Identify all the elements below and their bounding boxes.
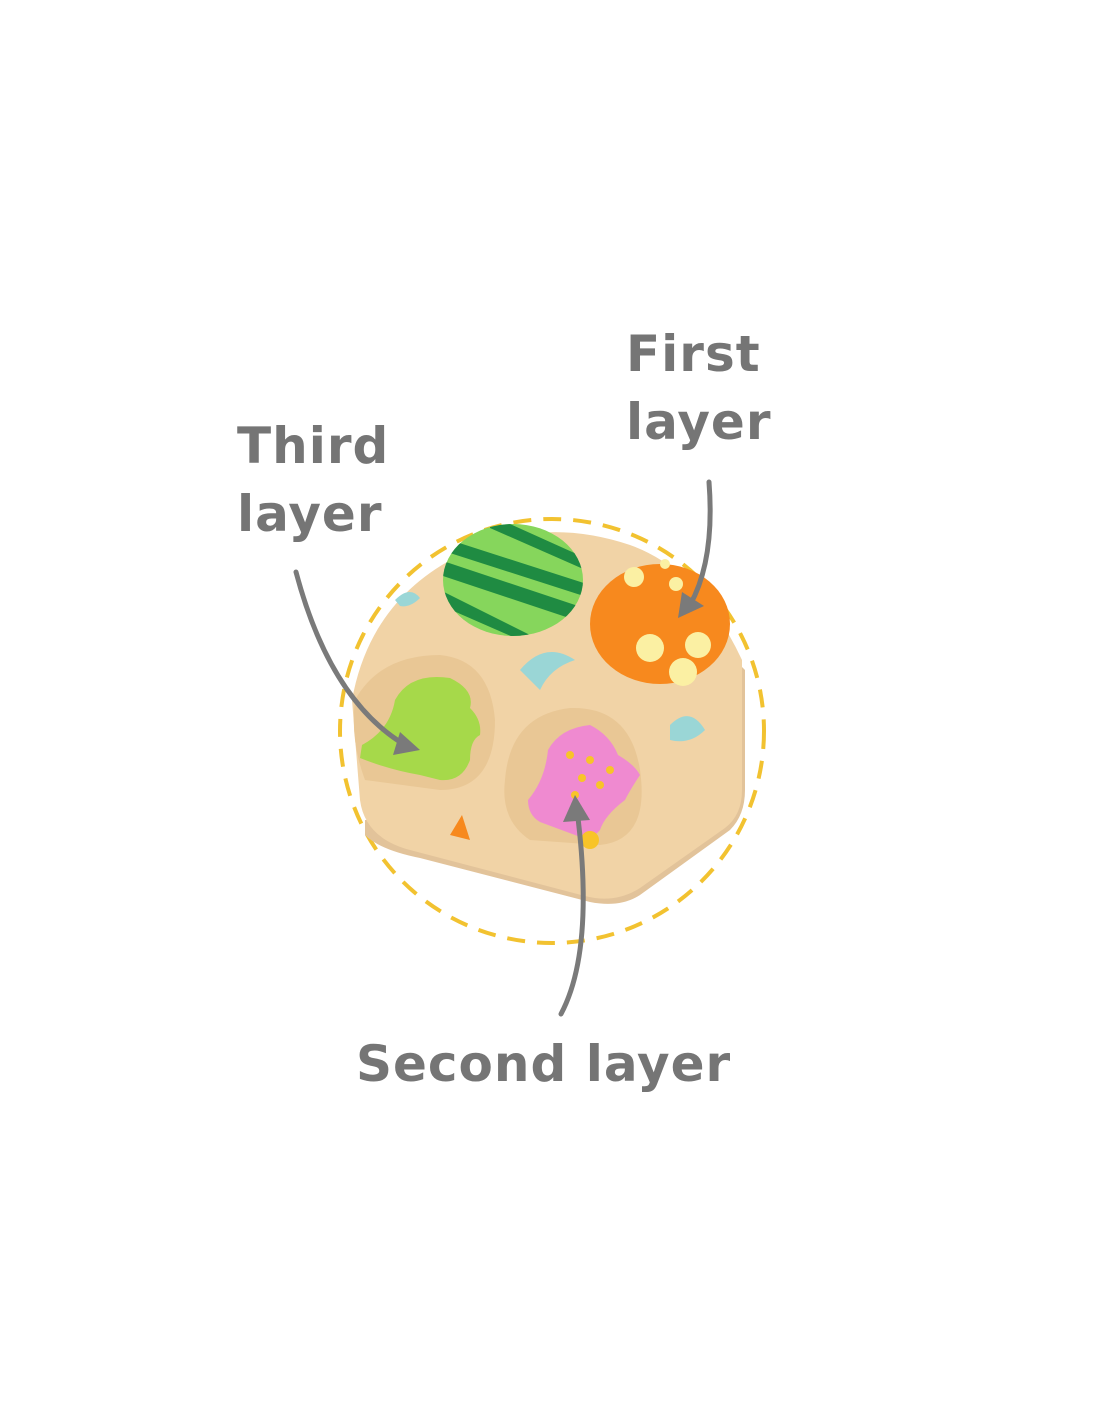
arrowhead-icon (678, 592, 704, 618)
third-layer-label-line1: Third (237, 417, 390, 475)
third-layer-label-line2: layer (237, 485, 383, 543)
third-layer-arrow (293, 569, 408, 748)
third-layer-label: Third layer (237, 412, 389, 548)
arrowhead-icon (563, 795, 590, 822)
first-layer-label-line1: First (626, 325, 761, 383)
arrowheads (393, 592, 704, 822)
dashed-circle (338, 517, 766, 945)
first-layer-label: First layer (626, 320, 772, 456)
green-egg-piece (443, 524, 583, 636)
green-dino-piece (360, 676, 481, 781)
leaf-decoration (395, 591, 705, 742)
first-layer-arrow (687, 479, 713, 608)
first-layer-label-line2: layer (626, 393, 772, 451)
second-layer-arrow (558, 807, 586, 1017)
second-layer-label: Second layer (356, 1035, 732, 1093)
volcano-decoration (450, 815, 470, 840)
arrowhead-icon (393, 732, 420, 755)
arrows (293, 479, 713, 1017)
